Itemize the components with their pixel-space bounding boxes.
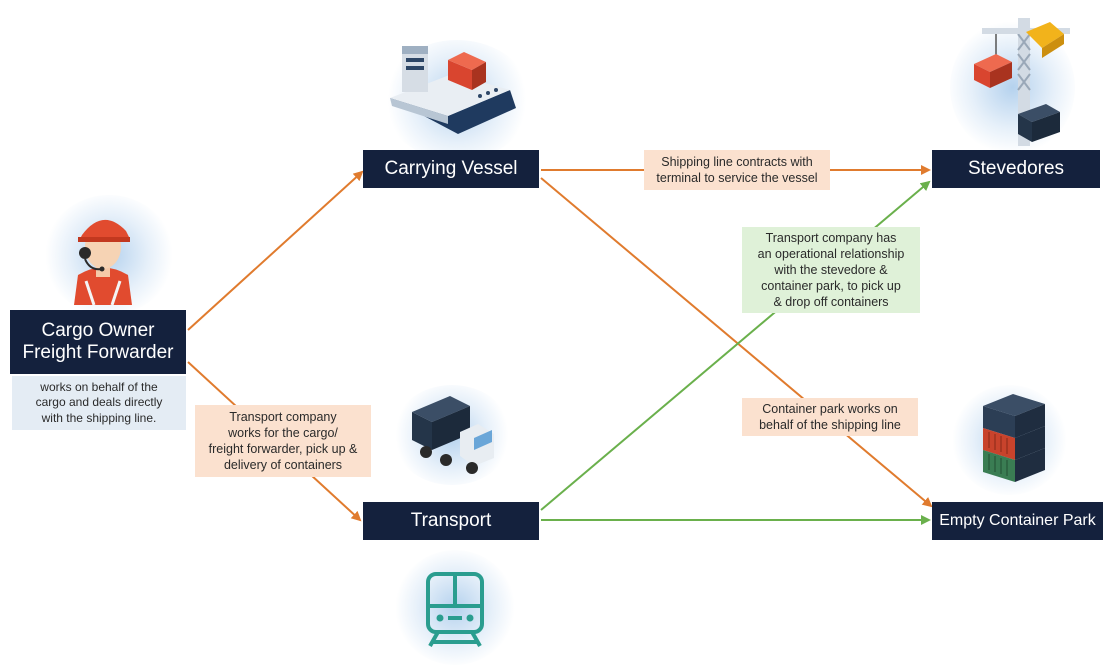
note-shipping-line: Shipping line contracts with terminal to… [644, 150, 830, 190]
node-empty-container-park-label: Empty Container Park [939, 511, 1096, 529]
node-cargo-owner-line1: Cargo Owner [41, 320, 155, 342]
note-line: Shipping line contracts with [661, 155, 813, 169]
note-line: Transport company has [765, 231, 897, 245]
note-cargo-owner-desc: works on behalf of the cargo and deals d… [12, 376, 186, 430]
node-cargo-owner: Cargo Owner Freight Forwarder [10, 310, 186, 374]
container-stack-icon [983, 394, 1045, 482]
note-line: & drop off containers [773, 295, 889, 309]
note-line: cargo and deals directly [35, 395, 163, 410]
note-line: Transport company [229, 410, 337, 424]
note-container-park: Container park works on behalf of the sh… [742, 398, 918, 436]
note-transport-company-ops: Transport company has an operational rel… [742, 227, 920, 313]
note-line: freight forwarder, pick up & [208, 442, 358, 456]
node-empty-container-park: Empty Container Park [932, 502, 1103, 540]
node-carrying-vessel: Carrying Vessel [363, 150, 539, 188]
note-line: behalf of the shipping line [759, 418, 901, 432]
node-stevedores: Stevedores [932, 150, 1100, 188]
note-line: Container park works on [762, 402, 898, 416]
node-transport: Transport [363, 502, 539, 540]
ship-icon [390, 46, 516, 134]
crane-icon [974, 18, 1070, 146]
node-cargo-owner-line2: Freight Forwarder [22, 342, 174, 363]
train-icon [426, 572, 484, 647]
node-stevedores-label: Stevedores [967, 158, 1065, 180]
note-transport-for-cargo: Transport company works for the cargo/ f… [195, 405, 371, 477]
note-line: with the shipping line. [41, 410, 157, 425]
node-transport-label: Transport [410, 510, 492, 532]
node-carrying-vessel-label: Carrying Vessel [384, 158, 518, 180]
note-line: delivery of containers [223, 458, 343, 472]
note-line: works for the cargo/ [228, 426, 338, 440]
truck-icon [412, 396, 494, 474]
note-line: with the stevedore & [774, 263, 888, 277]
worker-icon [74, 219, 132, 305]
arrow-vessel-to-container-park [540, 177, 933, 508]
note-line: works on behalf of the [40, 379, 158, 394]
note-line: container park, to pick up [761, 279, 901, 293]
arrow-cargo-to-vessel [187, 170, 364, 331]
note-line: an operational relationship [757, 247, 905, 261]
note-line: terminal to service the vessel [656, 171, 818, 185]
